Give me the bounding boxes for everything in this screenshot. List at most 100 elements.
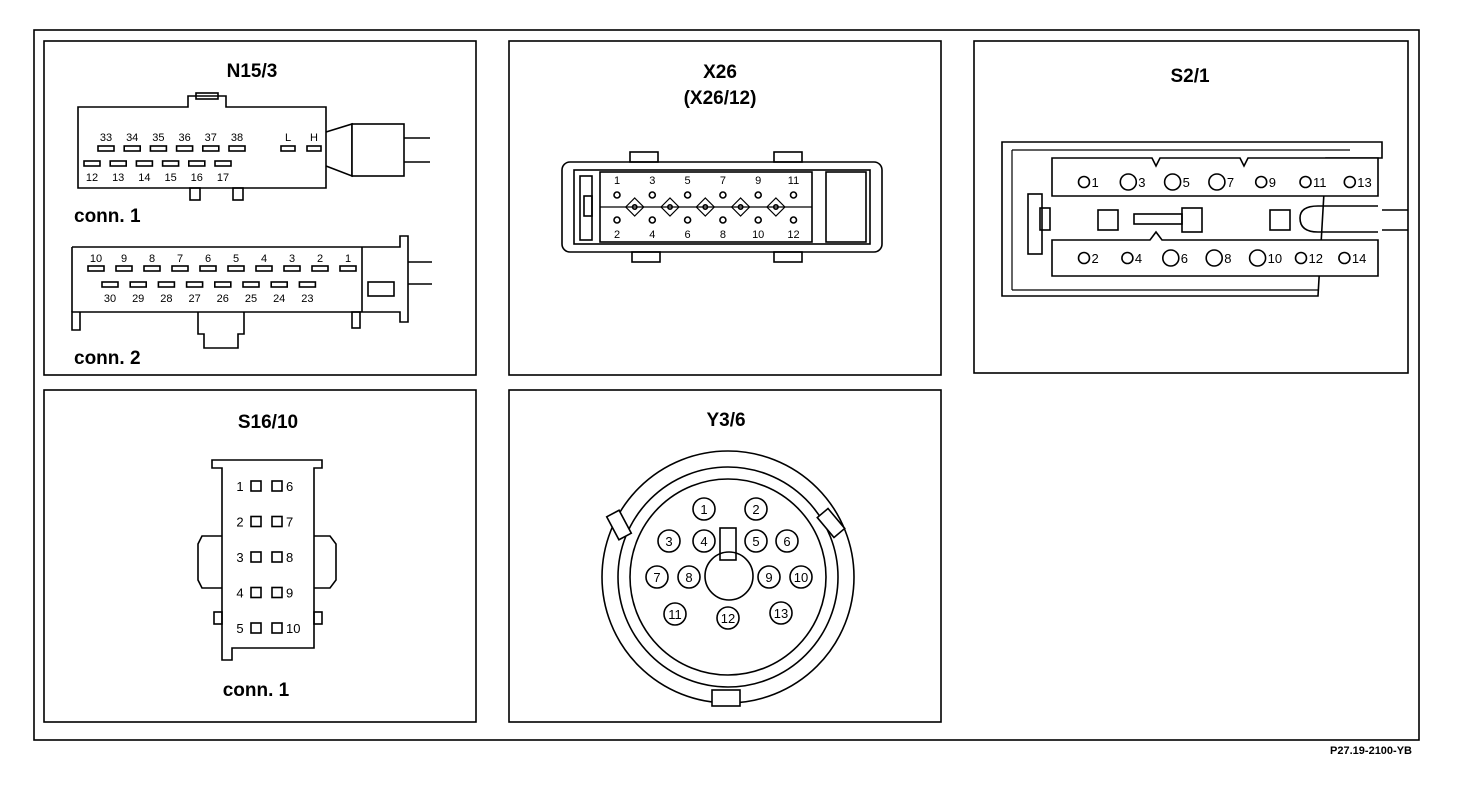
- pin-label: 15: [164, 172, 176, 184]
- pin-label: 6: [1181, 251, 1188, 266]
- pin-label: 3: [236, 550, 243, 565]
- pin-slot: [149, 145, 168, 152]
- pin-hole: [754, 216, 763, 224]
- s16-10-label: conn. 1: [223, 680, 290, 701]
- pin-label: 5: [236, 621, 243, 636]
- pin-label: 6: [205, 253, 211, 265]
- pin-label: 8: [149, 253, 155, 265]
- pin-socket: [744, 529, 768, 553]
- pin-label: L: [285, 132, 291, 144]
- pin-label: 7: [1227, 175, 1234, 190]
- pin-socket: [692, 497, 716, 521]
- x26-title: X26: [703, 62, 737, 83]
- pin-label: 33: [100, 132, 112, 144]
- n15-3-conn1-label: conn. 1: [74, 206, 141, 227]
- pin-slot: [271, 515, 283, 528]
- pin-hole: [1163, 173, 1182, 191]
- pin-label: 34: [126, 132, 138, 144]
- pin-socket: [716, 606, 740, 630]
- pin-slot: [228, 145, 246, 152]
- pin-label: 25: [245, 293, 257, 305]
- s16-10-title: S16/10: [238, 412, 298, 433]
- pin-label: 8: [286, 550, 293, 565]
- pin-hole: [789, 191, 798, 199]
- pin-label: 1: [345, 253, 351, 265]
- pin-label: 3: [665, 534, 672, 549]
- pin-label: 37: [205, 132, 217, 144]
- pin-label: 3: [289, 253, 295, 265]
- pin-slot: [214, 160, 232, 167]
- pin-slot: [101, 281, 119, 288]
- pin-socket: [744, 497, 768, 521]
- pin-label: 13: [112, 172, 124, 184]
- panel-s2-1: [973, 40, 1409, 374]
- pin-label: 5: [233, 253, 239, 265]
- pin-slot: [298, 281, 317, 288]
- pin-hole: [648, 191, 657, 199]
- pin-label: 10: [794, 570, 808, 585]
- pin-slot: [143, 265, 161, 272]
- pin-label: 7: [720, 175, 726, 187]
- n15-3-conn2: [71, 235, 432, 349]
- pin-label: 26: [217, 293, 229, 305]
- pin-label: 9: [755, 175, 761, 187]
- pin-label: 1: [236, 479, 243, 494]
- pin-slot: [188, 160, 206, 167]
- pin-label: 12: [787, 229, 799, 241]
- pin-slot: [250, 586, 262, 599]
- pin-slot: [157, 281, 176, 288]
- pin-label: 9: [765, 570, 772, 585]
- pin-slot: [250, 515, 262, 528]
- pin-label: 13: [1357, 175, 1371, 190]
- pin-label: 17: [217, 172, 229, 184]
- panel-n15-3: [43, 40, 477, 376]
- pin-label: 11: [1313, 175, 1327, 190]
- pin-label: 7: [286, 515, 293, 530]
- pin-label: 10: [752, 229, 764, 241]
- pin-hole: [1299, 175, 1312, 189]
- pin-label: 27: [188, 293, 200, 305]
- reference-code: P27.19-2100-YB: [1330, 745, 1412, 757]
- x26-subtitle: (X26/12): [684, 88, 757, 109]
- n15-3-conn1: [77, 92, 430, 201]
- pin-slot: [250, 551, 262, 563]
- pin-label: 24: [273, 293, 285, 305]
- pin-label: 2: [752, 502, 759, 517]
- outer-frame: [33, 29, 1420, 741]
- pin-label: 8: [685, 570, 692, 585]
- pin-slot: [283, 265, 301, 272]
- panel-x26: [508, 40, 942, 376]
- pin-label: 12: [1309, 251, 1323, 266]
- pin-label: 30: [104, 293, 116, 305]
- pin-slot: [214, 281, 232, 288]
- pin-hole: [1248, 249, 1267, 267]
- pin-label: 4: [649, 229, 655, 241]
- pin-label: 3: [1138, 175, 1145, 190]
- pin-hole: [1077, 175, 1091, 189]
- pin-label: 1: [1092, 175, 1099, 190]
- pin-slot: [270, 281, 289, 288]
- pin-label: 7: [177, 253, 183, 265]
- pin-label: 4: [1135, 251, 1142, 266]
- pin-slot: [185, 281, 204, 288]
- pin-label: 8: [720, 229, 726, 241]
- pin-label: 9: [286, 586, 293, 601]
- pin-hole: [754, 191, 763, 199]
- pin-hole: [683, 191, 692, 199]
- pin-label: 4: [236, 586, 243, 601]
- pin-slot: [339, 265, 357, 272]
- y3-6-connector: [601, 450, 855, 707]
- pin-label: 4: [261, 253, 267, 265]
- pin-label: 9: [121, 253, 127, 265]
- s16-10-connector: [197, 459, 337, 661]
- pin-socket: [692, 529, 716, 553]
- pin-label: 1: [614, 175, 620, 187]
- pin-hole: [1121, 251, 1134, 265]
